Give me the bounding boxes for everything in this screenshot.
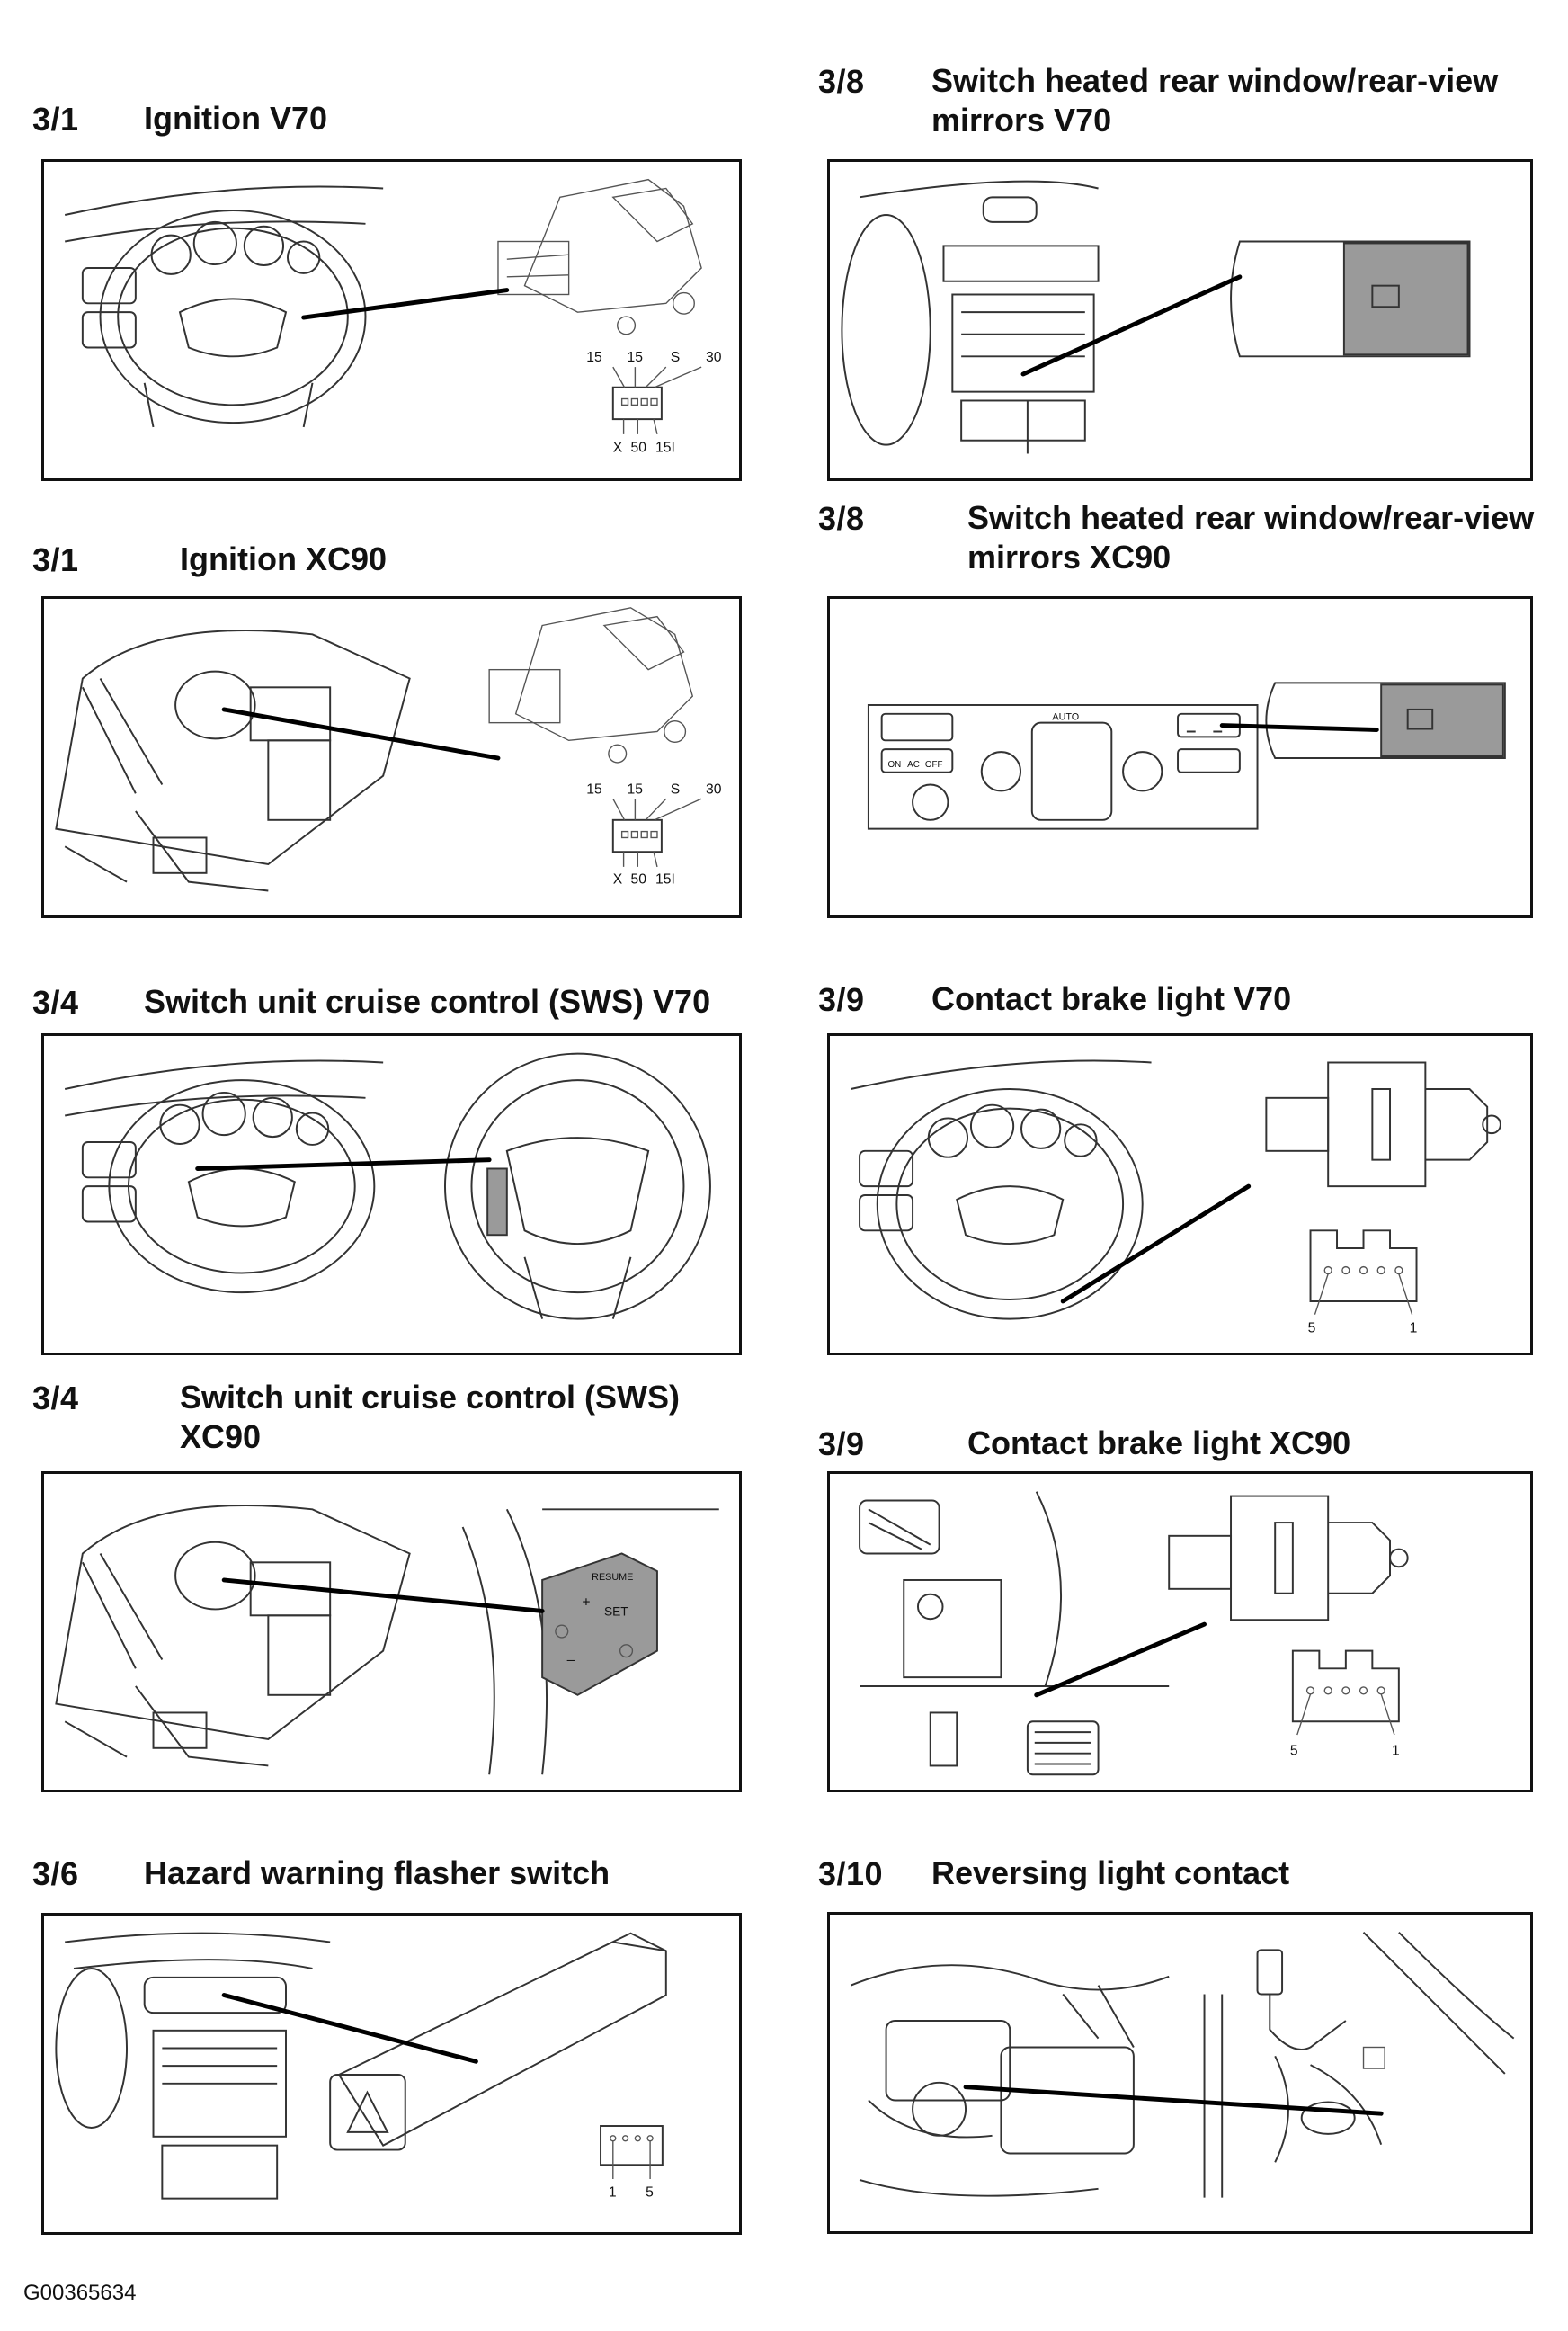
pin-label: S [671, 350, 680, 365]
figure-brake-light-v70: 5 1 [827, 1033, 1533, 1355]
pin-label: 5 [1290, 1744, 1298, 1759]
connector-diagram: 5 1 [1290, 1649, 1400, 1759]
cruise-control-xc90-illustration: RESUME SET + – [55, 1504, 719, 1775]
brake-light-v70-illustration: 5 1 [851, 1059, 1501, 1335]
section-title: Switch unit cruise control (SWS) V70 [144, 983, 711, 1020]
section-title: Ignition XC90 [180, 540, 388, 577]
panel-label: + [582, 1594, 590, 1610]
pin-label: 50 [630, 872, 646, 888]
leader-line [1020, 274, 1243, 377]
hazard-switch-illustration: 1 5 [55, 1932, 667, 2201]
pin-label: 1 [1410, 1320, 1418, 1335]
figure-ignition-v70: 15 15 S 30 X 50 15I [41, 159, 742, 481]
pin-label: 15 [628, 350, 644, 365]
section-number: 3/8 [818, 500, 865, 537]
section-number: 3/10 [818, 1855, 884, 1892]
ignition-xc90-illustration: 15 15 S 30 X 50 15I [55, 607, 722, 892]
pin-label: X [613, 872, 623, 888]
leader-line [221, 1993, 478, 2064]
figure-cruise-control-xc90: RESUME SET + – [41, 1471, 742, 1792]
figure-code: G00365634 [23, 2281, 137, 2305]
pin-label: 1 [609, 2185, 617, 2201]
panel-label: – [567, 1652, 575, 1667]
panel-label: OFF [925, 760, 943, 770]
pin-label: 1 [1392, 1744, 1400, 1759]
panel-label: ON [888, 760, 902, 770]
section-number: 3/1 [32, 101, 79, 138]
connector-diagram: 15 15 S 30 X 50 15I [586, 781, 721, 887]
section-number: 3/9 [818, 981, 865, 1018]
connector-diagram: 15 15 S 30 X 50 15I [586, 350, 721, 455]
pin-label: 30 [706, 781, 722, 797]
pin-label: S [671, 781, 680, 797]
panel-label: AUTO [1052, 712, 1079, 723]
pin-label: 5 [646, 2185, 654, 2201]
brake-light-xc90-illustration: 5 1 [859, 1491, 1409, 1776]
cruise-control-v70-illustration [64, 1052, 711, 1320]
pin-label: 15I [655, 872, 675, 888]
pin-label: 50 [630, 441, 646, 456]
section-title: Ignition V70 [144, 100, 328, 137]
figure-hazard-switch: 1 5 [41, 1913, 742, 2235]
section-title: Switch heated rear window/rear-view mirr… [967, 499, 1535, 576]
switch-highlight [1380, 683, 1504, 757]
section-number: 3/1 [32, 541, 79, 578]
pin-label: X [613, 441, 623, 456]
leader-line [221, 707, 501, 761]
figure-heated-window-v70 [827, 159, 1533, 481]
sws-switch-highlight [486, 1167, 508, 1237]
pin-label: 15 [628, 781, 644, 797]
pin-label: 15I [655, 441, 675, 456]
leader-line [195, 1157, 492, 1171]
leader-line [1034, 1621, 1207, 1698]
rear-window-icon [1406, 708, 1434, 730]
leader-line [1060, 1183, 1252, 1304]
sws-button-panel: RESUME SET + – [541, 1552, 658, 1696]
section-number: 3/6 [32, 1855, 79, 1892]
connector-diagram: 5 1 [1308, 1229, 1418, 1335]
section-title: Switch unit cruise control (SWS) XC90 [180, 1379, 681, 1455]
section-title: Contact brake light V70 [931, 980, 1292, 1017]
ignition-v70-illustration: 15 15 S 30 X 50 15I [64, 178, 722, 456]
section-number: 3/4 [32, 984, 79, 1021]
panel-label: AC [907, 760, 920, 770]
figure-ignition-xc90: 15 15 S 30 X 50 15I [41, 596, 742, 918]
leader-line [301, 288, 510, 320]
heated-window-v70-illustration [841, 180, 1471, 454]
leader-line [1219, 723, 1379, 732]
section-title: Hazard warning flasher switch [144, 1854, 610, 1891]
figure-brake-light-xc90: 5 1 [827, 1471, 1533, 1792]
section-number: 3/4 [32, 1380, 79, 1416]
brake-switch-part [1265, 1061, 1501, 1188]
section-title: Reversing light contact [931, 1854, 1290, 1891]
leader-line [221, 1577, 545, 1613]
section-title: Contact brake light XC90 [967, 1424, 1351, 1461]
section-number: 3/9 [818, 1425, 865, 1462]
pin-label: 5 [1308, 1320, 1316, 1335]
pin-label: 15 [586, 350, 602, 365]
heated-window-xc90-illustration: AUTO ON AC OFF [867, 682, 1506, 830]
figure-reversing-light [827, 1912, 1533, 2234]
panel-label: SET [604, 1604, 628, 1618]
panel-label: RESUME [592, 1572, 633, 1583]
brake-switch-part [1168, 1495, 1409, 1621]
section-number: 3/8 [818, 63, 865, 100]
rear-window-icon [1371, 284, 1400, 308]
section-title: Switch heated rear window/rear-view mirr… [931, 62, 1499, 138]
pin-label: 30 [706, 350, 722, 365]
switch-highlight [1342, 242, 1469, 356]
pin-label: 15 [586, 781, 602, 797]
reversing-light-illustration [850, 1931, 1515, 2198]
leader-line [963, 2085, 1384, 2116]
connector-diagram: 1 5 [600, 2125, 664, 2201]
figure-heated-window-xc90: AUTO ON AC OFF [827, 596, 1533, 918]
figure-cruise-control-v70 [41, 1033, 742, 1355]
